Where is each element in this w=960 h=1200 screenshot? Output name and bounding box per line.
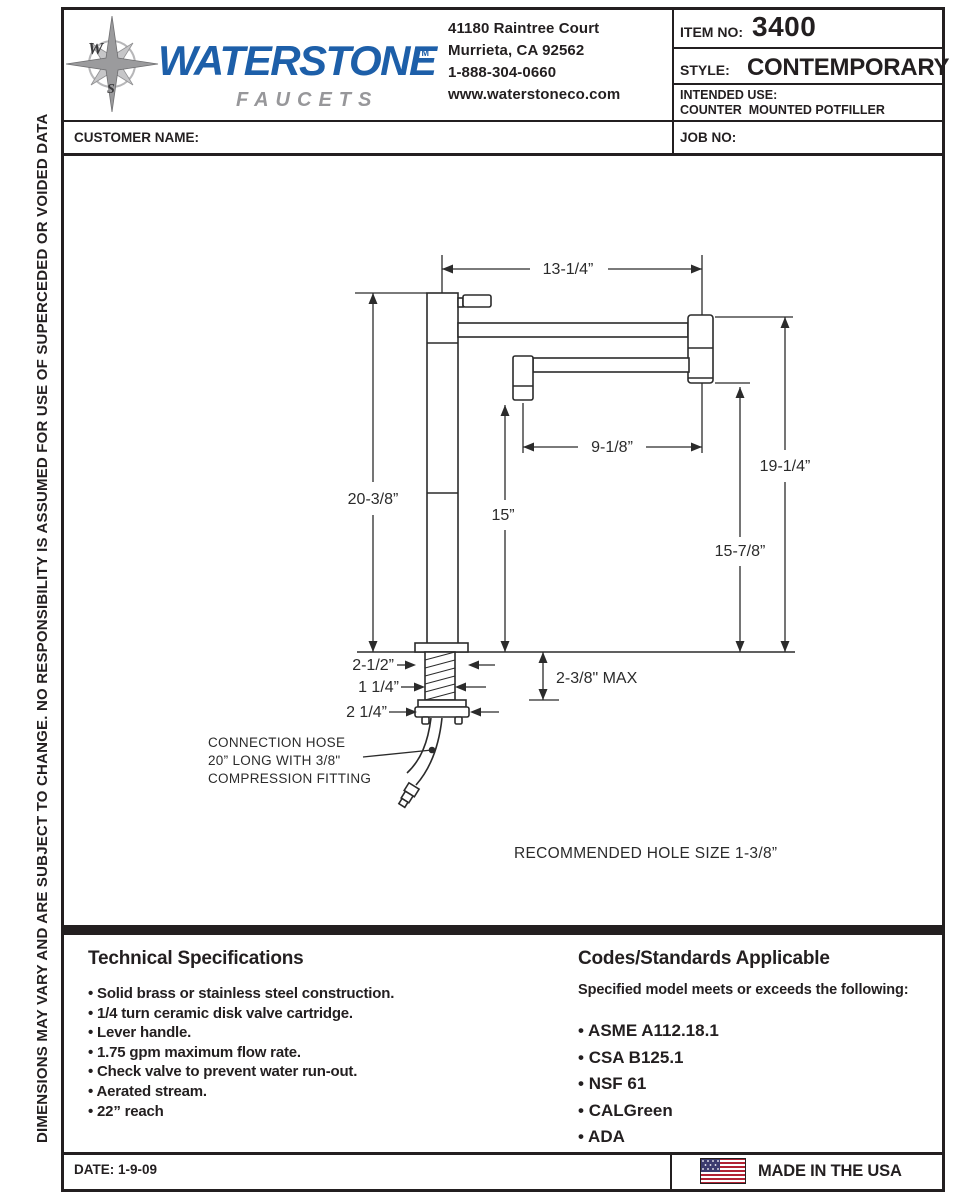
code-item: CALGreen bbox=[578, 1098, 719, 1125]
lower-arm bbox=[532, 357, 690, 373]
tech-spec-item: 1/4 turn ceramic disk valve cartridge. bbox=[88, 1004, 394, 1024]
dim-nut: 2 1/4” bbox=[346, 704, 387, 721]
bolt-left bbox=[421, 716, 430, 725]
divider-specs-thick bbox=[62, 925, 944, 935]
dim-top-width: 13-1/4” bbox=[543, 261, 594, 278]
joint-block bbox=[687, 314, 714, 384]
dim-column-height: 20-3/8” bbox=[348, 491, 399, 508]
tech-spec-item: 22” reach bbox=[88, 1102, 394, 1122]
address-line2: Murrieta, CA 92562 bbox=[448, 42, 585, 59]
date-label: DATE: 1-9-09 bbox=[74, 1162, 158, 1177]
hose-note-line1: CONNECTION HOSE bbox=[208, 735, 345, 750]
dim-upper-height: 19-1/4” bbox=[760, 458, 811, 475]
lever-handle bbox=[462, 294, 492, 308]
job-no-label: JOB NO: bbox=[680, 130, 737, 145]
tech-specs-title: Technical Specifications bbox=[88, 948, 304, 969]
brand-trademark: TM bbox=[416, 48, 429, 58]
connection-hose bbox=[415, 717, 443, 786]
dim-spout-height: 15” bbox=[491, 507, 514, 524]
washer-plate bbox=[417, 699, 467, 708]
compass-letter-s: S bbox=[107, 82, 115, 97]
company-address: 41180 Raintree Court Murrieta, CA 92562 … bbox=[448, 18, 620, 106]
item-no-value: 3400 bbox=[752, 11, 817, 42]
leader-dot bbox=[428, 746, 436, 754]
technical-drawing: 13-1/4” 20-3/8” 15” 9-1/8” 19-1/4” 15-7/… bbox=[208, 255, 811, 862]
codes-list: ASME A112.18.1 CSA B125.1 NSF 61 CALGree… bbox=[578, 1018, 719, 1151]
divider-footer-vertical bbox=[670, 1153, 672, 1191]
tech-spec-item: 1.75 gpm maximum flow rate. bbox=[88, 1043, 394, 1063]
intended-use: INTENDED USE:COUNTER MOUNTED POTFILLER bbox=[680, 88, 885, 118]
intended-use-value: COUNTER MOUNTED POTFILLER bbox=[680, 103, 885, 117]
brand-subtitle: FAUCETS bbox=[236, 89, 378, 111]
tech-spec-item: Check valve to prevent water run-out. bbox=[88, 1062, 394, 1082]
address-line1: 41180 Raintree Court bbox=[448, 20, 600, 37]
code-item: ADA bbox=[578, 1124, 719, 1151]
dim-flange: 2-1/2” bbox=[352, 657, 394, 674]
codes-subtitle: Specified model meets or exceeds the fol… bbox=[578, 982, 909, 998]
base-flange bbox=[414, 642, 469, 653]
tech-specs-list: Solid brass or stainless steel construct… bbox=[88, 984, 394, 1121]
made-in-usa-label: MADE IN THE USA bbox=[758, 1162, 902, 1180]
customer-name-label: CUSTOMER NAME: bbox=[74, 130, 200, 145]
potfiller-faucet bbox=[426, 292, 714, 646]
divider-header-bottom bbox=[62, 120, 944, 122]
divider-customer-row bbox=[62, 153, 944, 156]
item-no-label: ITEM NO: bbox=[680, 24, 743, 40]
code-item: NSF 61 bbox=[578, 1071, 719, 1098]
codes-title: Codes/Standards Applicable bbox=[578, 948, 830, 969]
tech-spec-item: Solid brass or stainless steel construct… bbox=[88, 984, 394, 1004]
faucet-column bbox=[426, 292, 459, 646]
sheet-border bbox=[61, 7, 945, 1192]
code-item: CSA B125.1 bbox=[578, 1045, 719, 1072]
address-line3: 1-888-304-0660 bbox=[448, 64, 557, 81]
divider-itemno bbox=[672, 47, 944, 49]
mounting-nut bbox=[414, 706, 470, 718]
divider-header-vertical bbox=[672, 8, 674, 155]
dim-deck-max: 2-3/8" MAX bbox=[556, 670, 638, 687]
waterstone-logo: W S WATERSTONE TM FAUCETS bbox=[66, 15, 440, 113]
style-value: CONTEMPORARY bbox=[747, 54, 950, 81]
hose-note-line3: COMPRESSION FITTING bbox=[208, 771, 371, 786]
dim-lower-arm: 9-1/8” bbox=[591, 439, 633, 456]
brand-name: WATERSTONE bbox=[158, 37, 439, 84]
divider-footer bbox=[62, 1152, 944, 1155]
upper-arm bbox=[457, 322, 689, 338]
spout-block bbox=[512, 355, 534, 401]
dim-shank: 1 1/4” bbox=[358, 679, 399, 696]
tech-spec-item: Aerated stream. bbox=[88, 1082, 394, 1102]
dimension-arrows bbox=[368, 264, 790, 717]
disclaimer-vertical-text: DIMENSIONS MAY VARY AND ARE SUBJECT TO C… bbox=[34, 113, 51, 1143]
code-item: ASME A112.18.1 bbox=[578, 1018, 719, 1045]
address-line4: www.waterstoneco.com bbox=[448, 86, 621, 103]
style-label: STYLE: bbox=[680, 62, 730, 78]
hole-size-note: RECOMMENDED HOLE SIZE 1-3/8” bbox=[514, 845, 777, 862]
compass-rose-icon: W S bbox=[66, 15, 159, 113]
tech-spec-item: Lever handle. bbox=[88, 1023, 394, 1043]
hose-note-line2: 20” LONG WITH 3/8" bbox=[208, 753, 340, 768]
compass-letter-w: W bbox=[88, 39, 105, 58]
bolt-right bbox=[454, 716, 463, 725]
compression-fitting bbox=[397, 781, 421, 809]
us-flag-icon bbox=[700, 1158, 746, 1184]
intended-use-label: INTENDED USE: bbox=[680, 88, 778, 102]
divider-style bbox=[672, 83, 944, 85]
dim-block-height: 15-7/8” bbox=[715, 543, 766, 560]
